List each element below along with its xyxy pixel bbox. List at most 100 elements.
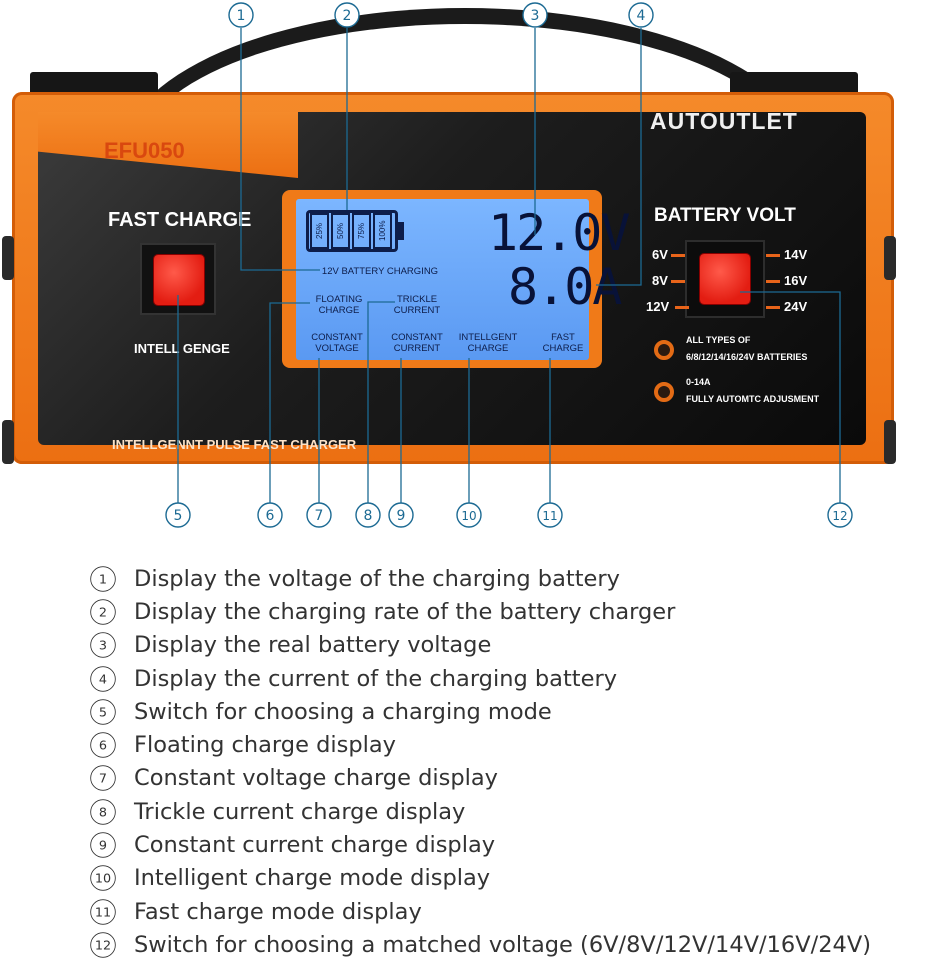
svg-text:1: 1 xyxy=(237,8,246,24)
legend-number: 12 xyxy=(90,932,116,958)
side-bolt xyxy=(2,236,14,280)
legend-item: 3 Display the real battery voltage xyxy=(88,629,928,662)
legend-text: Display the real battery voltage xyxy=(134,632,492,659)
callout-3: 3 xyxy=(522,2,548,28)
callout-5: 5 xyxy=(165,502,191,528)
battery-icon xyxy=(306,210,398,252)
legend-item: 4 Display the current of the charging bat… xyxy=(88,662,928,695)
product-label: INTELLGENNT PULSE FAST CHARGER xyxy=(112,437,357,452)
legend-number: 8 xyxy=(90,798,116,825)
legend-number: 5 xyxy=(90,699,116,725)
battery-types-info: ALL TYPES OF 6/8/12/14/16/24V BATTERIES xyxy=(686,332,807,366)
volt-tick xyxy=(671,254,685,257)
indicator-light-icon xyxy=(654,382,674,402)
callout-overlay: 1 2 3 4 5 6 7 8 9 10 11 12 xyxy=(165,2,853,528)
battery-charger-diagram: EFU050 AUTOUTLET FAST CHARGE INTELL GENG… xyxy=(2,2,896,528)
svg-text:4: 4 xyxy=(637,8,646,24)
legend-text: Trickle current charge display xyxy=(134,798,466,825)
callout-11: 11 xyxy=(537,502,563,528)
svg-text:11: 11 xyxy=(542,509,557,523)
voltage-readout: 12.0V xyxy=(488,204,631,262)
legend-item: 2 Display the charging rate of the batter… xyxy=(88,595,928,628)
fast-charge-title: FAST CHARGE xyxy=(108,209,252,231)
svg-text:5: 5 xyxy=(174,508,183,524)
callout-line-8 xyxy=(367,301,395,503)
floating-charge-indicator: FLOATING CHARGE xyxy=(315,294,363,316)
battery-icon-terminal xyxy=(398,222,404,240)
trickle-current-indicator: TRICKLE CURRENT xyxy=(393,294,441,316)
callout-line-6 xyxy=(269,302,310,503)
volt-tick xyxy=(766,254,780,257)
callout-7: 7 xyxy=(306,502,332,528)
legend-text: Switch for choosing a charging mode xyxy=(134,698,552,725)
legend-number: 2 xyxy=(90,599,116,625)
legend-text: Intelligent charge mode display xyxy=(134,865,491,892)
indicator-light-icon xyxy=(654,340,674,360)
legend-item: 5 Switch for choosing a charging mode xyxy=(88,695,928,728)
legend-item: 11 Fast charge mode display xyxy=(88,895,928,928)
svg-text:9: 9 xyxy=(397,508,406,524)
side-bolt xyxy=(2,420,14,464)
info-line: 0-14A xyxy=(686,377,711,387)
volt-option-8v: 8V xyxy=(652,273,668,288)
volt-option-6v: 6V xyxy=(652,247,668,262)
lcd-screen xyxy=(296,199,589,360)
callout-line-1 xyxy=(240,28,320,271)
legend-text: Switch for choosing a matched voltage (6… xyxy=(134,931,872,958)
side-bolt xyxy=(884,420,896,464)
info-line: 6/8/12/14/16/24V BATTERIES xyxy=(686,352,808,362)
volt-tick xyxy=(766,306,780,309)
mode-switch-button[interactable] xyxy=(154,255,204,305)
legend-item: 12 Switch for choosing a matched voltage … xyxy=(88,928,928,960)
brand-logo: AUTOUTLET xyxy=(650,108,798,134)
callout-1: 1 xyxy=(228,2,254,28)
svg-text:8: 8 xyxy=(364,508,373,524)
legend-text: Floating charge display xyxy=(134,732,396,759)
callout-line-4 xyxy=(596,28,642,286)
legend-number: 6 xyxy=(90,732,116,758)
legend-text: Display the charging rate of the battery… xyxy=(134,598,676,625)
callout-12: 12 xyxy=(827,502,853,528)
legend-number: 10 xyxy=(90,865,116,892)
legend-number: 11 xyxy=(90,898,116,925)
legend-number: 3 xyxy=(90,632,116,658)
legend-number: 9 xyxy=(90,832,116,858)
callout-line-12 xyxy=(740,291,841,503)
svg-text:10: 10 xyxy=(461,509,476,523)
svg-text:6: 6 xyxy=(266,508,275,524)
callout-9: 9 xyxy=(388,502,414,528)
volt-option-16v: 16V xyxy=(784,273,808,288)
volt-tick xyxy=(766,280,780,283)
legend-item: 6 Floating charge display xyxy=(88,728,928,761)
volt-tick xyxy=(675,306,689,309)
battery-charging-label: 12V BATTERY CHARGING xyxy=(321,266,439,277)
legend-text: Fast charge mode display xyxy=(134,898,422,925)
voltage-switch-button[interactable] xyxy=(700,254,750,304)
svg-text:2: 2 xyxy=(343,8,352,24)
mode-label: INTELL GENGE xyxy=(134,341,230,356)
model-label: EFU050 xyxy=(104,138,185,163)
legend-item: 10 Intelligent charge mode display xyxy=(88,862,928,895)
intelligent-charge-indicator: INTELLGENT CHARGE xyxy=(458,332,518,354)
legend-text: Display the current of the charging batt… xyxy=(134,665,618,692)
constant-voltage-indicator: CONSTANT VOLTAGE xyxy=(311,332,363,354)
svg-text:7: 7 xyxy=(315,508,324,524)
callout-2: 2 xyxy=(334,2,360,28)
legend-item: 8 Trickle current charge display xyxy=(88,795,928,828)
side-bolt xyxy=(884,236,896,280)
info-line: ALL TYPES OF xyxy=(686,335,751,345)
legend-item: 7 Constant voltage charge display xyxy=(88,762,928,795)
mode-switch-housing xyxy=(140,243,216,315)
legend-number: 7 xyxy=(90,765,116,792)
svg-text:12: 12 xyxy=(832,509,847,523)
legend-number: 1 xyxy=(90,565,116,592)
volt-option-24v: 24V xyxy=(784,299,808,314)
volt-option-12v: 12V xyxy=(646,299,670,314)
legend-number: 4 xyxy=(90,665,116,692)
fast-charge-indicator: FAST CHARGE xyxy=(542,332,584,354)
legend-text: Constant voltage charge display xyxy=(134,765,498,792)
volt-tick xyxy=(671,280,685,283)
